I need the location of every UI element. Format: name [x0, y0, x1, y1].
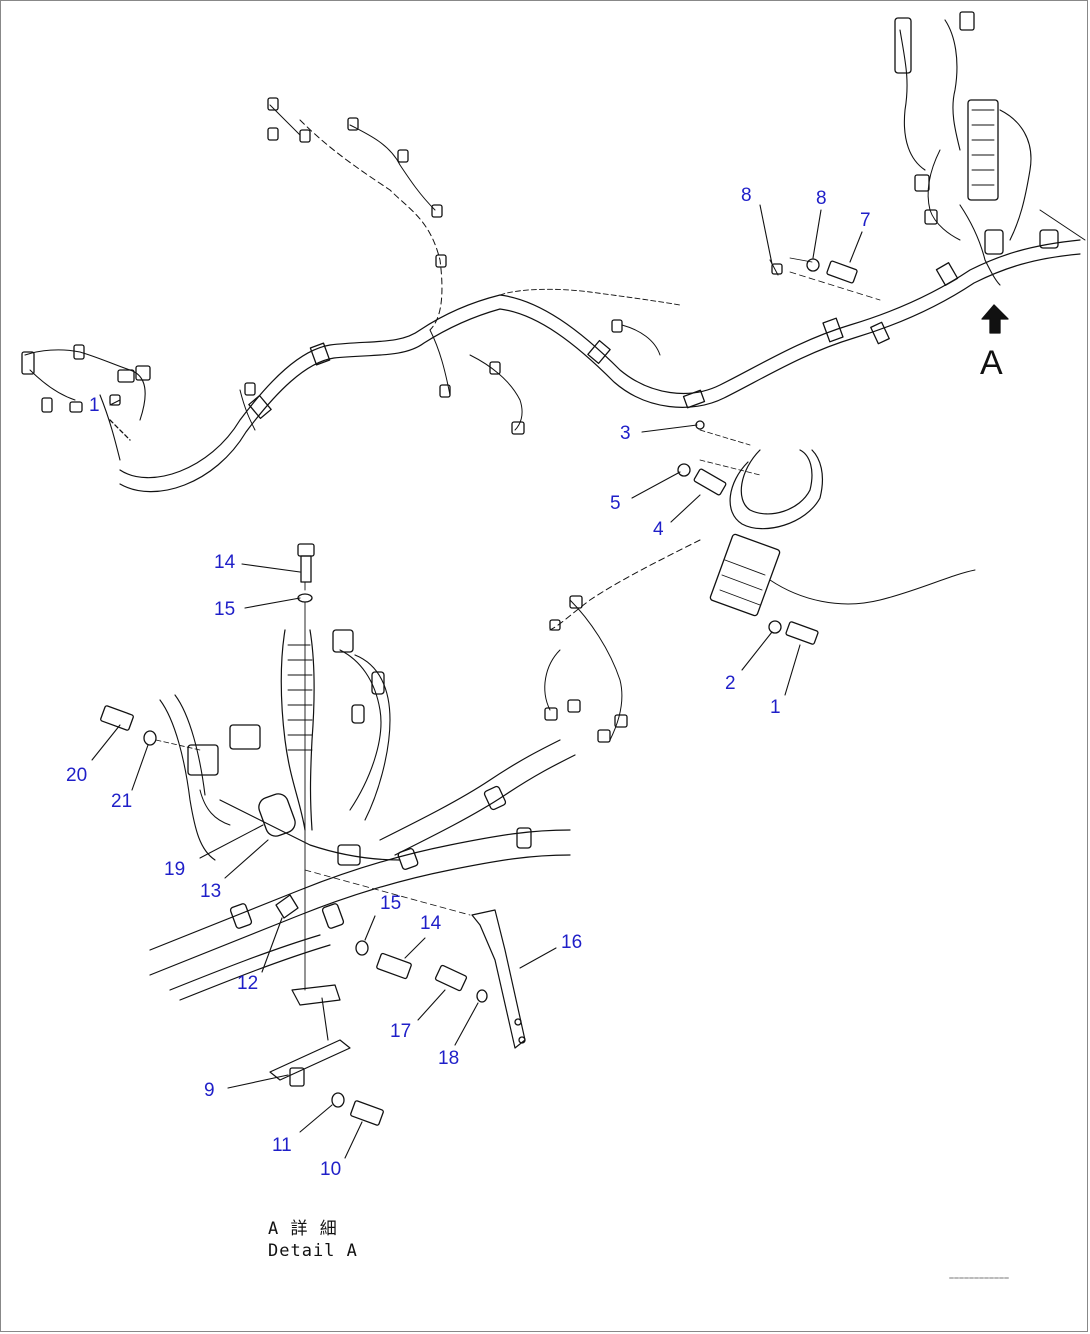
callout-8: 8 — [741, 185, 752, 206]
detail-a-assembly — [100, 543, 1011, 1279]
callout-1: 1 — [770, 697, 781, 718]
callout-9: 9 — [204, 1080, 215, 1101]
callout-1: 1 — [89, 395, 100, 416]
callout-5: 5 — [610, 493, 621, 514]
callout-21: 21 — [111, 791, 133, 812]
view-arrow-icon — [981, 304, 1009, 334]
callout-17: 17 — [390, 1021, 412, 1042]
callout-14: 14 — [214, 552, 236, 573]
main-harness — [21, 11, 1086, 743]
callout-14: 14 — [420, 913, 442, 934]
callout-15: 15 — [380, 893, 402, 914]
callout-10: 10 — [320, 1159, 342, 1180]
callout-4: 4 — [653, 519, 664, 540]
callout-11: 11 — [272, 1135, 292, 1156]
detail-caption-japanese: A 詳 細 — [268, 1219, 338, 1239]
callout-8: 8 — [816, 188, 827, 209]
leader-lines — [91, 204, 863, 1159]
detail-caption: A 詳 細 Detail A — [268, 1218, 358, 1262]
callout-19: 19 — [164, 859, 186, 880]
callout-18: 18 — [438, 1048, 460, 1069]
callout-3: 3 — [620, 423, 631, 444]
callout-7: 7 — [860, 210, 871, 231]
callout-15: 15 — [214, 599, 236, 620]
detail-caption-english: Detail A — [268, 1241, 358, 1261]
callout-2: 2 — [725, 673, 736, 694]
view-arrow-label: A — [980, 344, 1003, 382]
callout-13: 13 — [200, 881, 222, 902]
callout-12: 12 — [237, 973, 259, 994]
callout-16: 16 — [561, 932, 583, 953]
callout-20: 20 — [66, 765, 88, 786]
